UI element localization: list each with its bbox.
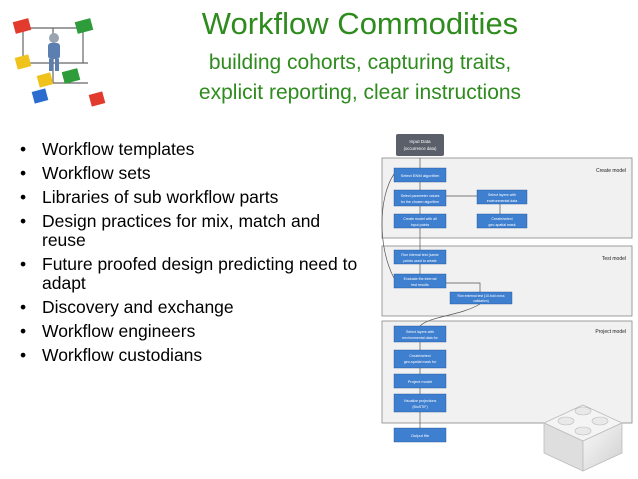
flow-box <box>476 189 528 205</box>
bullet-item: • Discovery and exchange <box>20 298 365 317</box>
bullet-item: • Libraries of sub workflow parts <box>20 188 365 207</box>
flow-box-label: Select ENM algorithm <box>401 173 440 178</box>
slide-subtitle: building cohorts, capturing traits, expl… <box>125 48 595 108</box>
flow-box-label: geo-spatial mask <box>488 223 515 227</box>
flow-box-label: Output file <box>411 433 430 438</box>
bullet-text: Discovery and exchange <box>42 297 234 317</box>
flow-box-label: Create model with all <box>403 217 437 221</box>
flow-box-label: Visualize projections <box>404 399 437 403</box>
flow-box-label: environmental data <box>487 199 518 203</box>
slide-title: Workflow Commodities <box>201 6 519 41</box>
flow-box-input-data <box>396 134 444 156</box>
bullet-text: Future proofed design predicting need to… <box>42 254 358 293</box>
flow-box <box>393 427 447 443</box>
panel-label: Create model <box>596 168 626 174</box>
bullet-text: Workflow templates <box>42 139 195 159</box>
flow-box-label: Create/select <box>409 354 430 358</box>
subtitle-line: building cohorts, capturing traits, <box>208 51 512 74</box>
flow-box-label: validation) <box>473 299 488 303</box>
bullet-item: • Workflow engineers <box>20 322 365 341</box>
bullet-text: Workflow sets <box>42 163 151 183</box>
bullet-item: • Workflow templates <box>20 140 365 159</box>
subtitle-line: explicit reporting, clear instructions <box>198 81 522 104</box>
flow-box-label: Select layers with <box>406 330 434 334</box>
flow-box-label: Project model <box>408 379 433 384</box>
bullet-text: Workflow engineers <box>42 321 196 341</box>
flow-box <box>393 249 447 265</box>
flow-box-label: (occurrence data) <box>404 146 437 151</box>
bullet-dot: • <box>20 297 27 317</box>
flow-box <box>393 393 447 413</box>
flow-box <box>393 373 447 389</box>
flow-box-label: for the chosen algorithm <box>401 200 440 204</box>
flow-box-label: Evaluate the internal <box>404 277 437 281</box>
workflow-network-logo <box>12 18 106 107</box>
bullet-dot: • <box>20 211 27 231</box>
flow-box-label: environmental data for <box>402 336 439 340</box>
flow-box-label: Create/select <box>491 217 512 221</box>
flow-box-label: points used to create <box>403 259 436 263</box>
bullet-item: • Workflow sets <box>20 164 365 183</box>
flow-box <box>393 189 447 207</box>
bullet-dot: • <box>20 187 27 207</box>
flow-box-label: (BioSTIF) <box>412 405 427 409</box>
panel-label: Project model <box>595 329 626 335</box>
flow-box-label: Select layers with <box>488 193 516 197</box>
workflow-diagram: Create model Test model Project model In… <box>381 134 633 443</box>
flow-box-label: Input Data <box>409 139 431 144</box>
flow-box <box>449 291 513 305</box>
flow-box <box>393 213 447 229</box>
flow-box <box>393 325 447 343</box>
flow-box <box>393 167 447 183</box>
flow-box-label: input points <box>411 223 430 227</box>
bullet-dot: • <box>20 163 27 183</box>
bullet-text: Libraries of sub workflow parts <box>42 187 279 207</box>
bullet-item: • Future proofed design predicting need t… <box>20 255 365 293</box>
panel-label: Test model <box>602 256 626 262</box>
flow-box-label: geo-spatial mask for <box>404 360 437 364</box>
flow-box <box>476 213 528 229</box>
flow-box-label: Run internal test (same <box>401 253 438 257</box>
flow-box-label: Select parameter values <box>401 194 440 198</box>
connector-lines <box>381 158 501 428</box>
bullet-item: • Design practices for mix, match and reu… <box>20 212 365 250</box>
bullet-list: • Workflow templates • Workflow sets • Libr… <box>20 140 365 370</box>
bullet-dot: • <box>20 254 27 274</box>
bullet-dot: • <box>20 345 27 365</box>
bullet-text: Workflow custodians <box>42 345 203 365</box>
bullet-dot: • <box>20 321 27 341</box>
bullet-item: • Workflow custodians <box>20 346 365 365</box>
flow-box <box>393 349 447 369</box>
flow-box <box>393 273 447 289</box>
flow-box-label: Run external test (10-fold cross <box>457 294 504 298</box>
bullet-text: Design practices for mix, match and reus… <box>42 211 321 250</box>
plugin-cube-icon <box>543 404 623 472</box>
bullet-dot: • <box>20 139 27 159</box>
flow-box-label: test results <box>411 283 429 287</box>
